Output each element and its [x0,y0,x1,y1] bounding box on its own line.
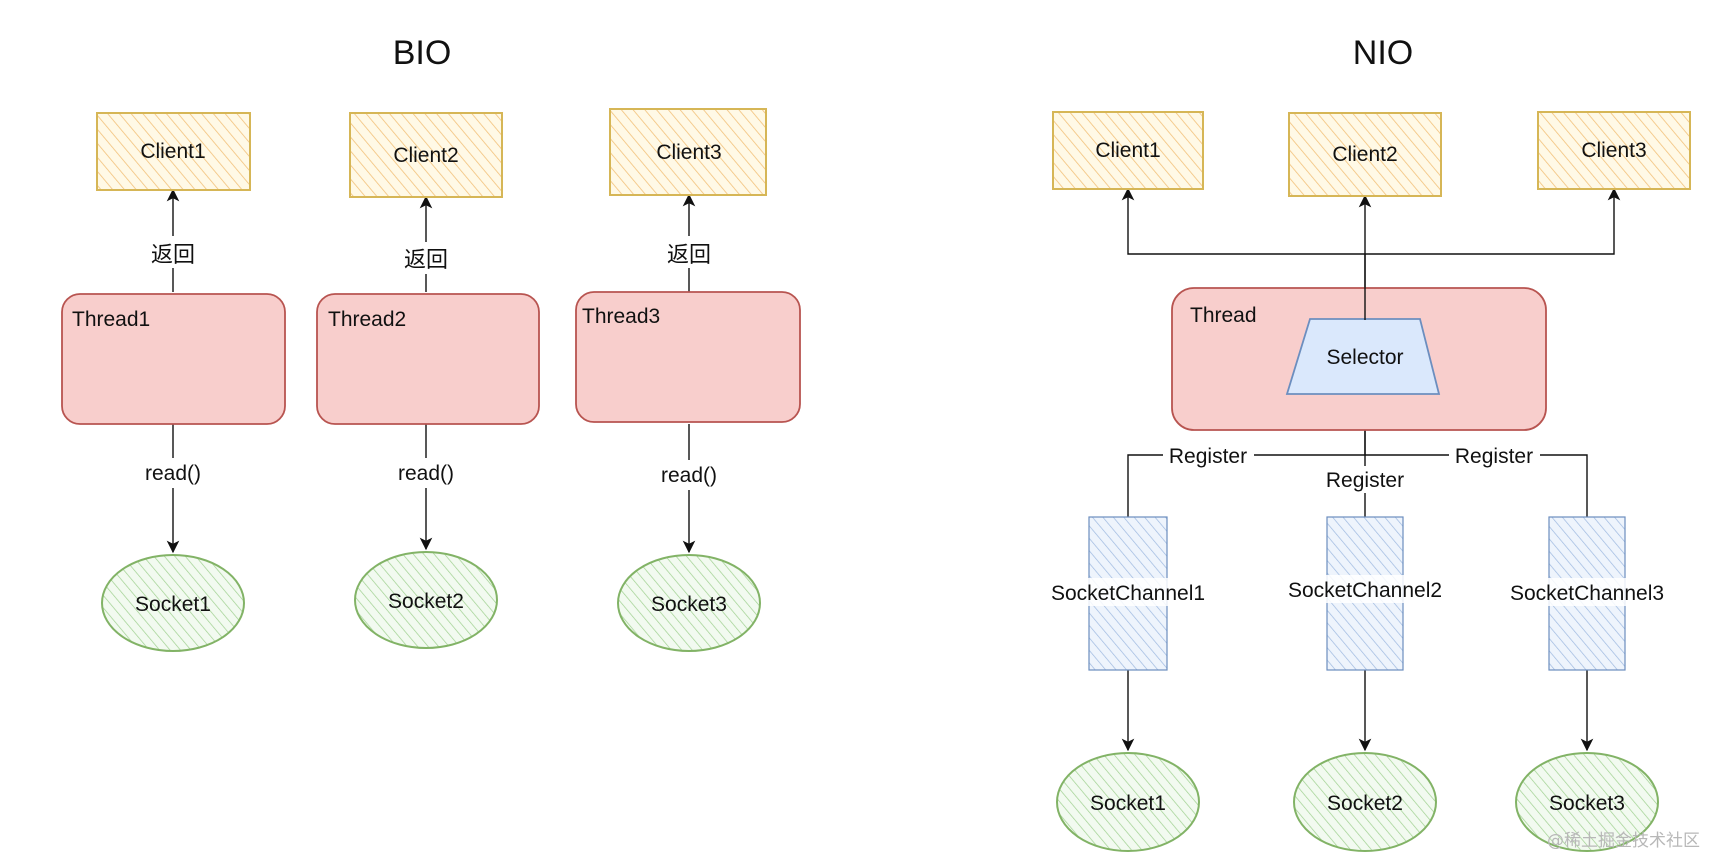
bio-thread-1-label: Thread1 [72,308,150,331]
nio-client-1-label: Client1 [1095,139,1160,162]
nio-register-label-2: Register [1326,469,1404,492]
bio-client-1: Client1 [96,112,251,191]
nio-client-3: Client3 [1537,111,1691,190]
nio-section: NIO Client1 Client2 Client3 [1040,34,1691,852]
bio-thread-3-label: Thread3 [582,305,660,328]
nio-selector-label: Selector [1326,346,1403,369]
nio-channel-1: SocketChannel1 [1040,516,1216,671]
bio-thread-2-label: Thread2 [328,308,406,331]
nio-socket-1: Socket1 [1056,752,1200,852]
nio-selector-to-client-3 [1365,187,1621,255]
nio-socket-2: Socket2 [1293,752,1437,852]
bio-read-label-2: read() [398,462,454,485]
watermark: @稀土掘金技术社区 [1547,831,1700,851]
nio-thread-label: Thread [1190,304,1257,327]
bio-section: BIO Client1 Client2 Client3 返回 返回 [61,34,801,652]
nio-client-3-label: Client3 [1581,139,1646,162]
bio-socket-1: Socket1 [101,554,245,652]
bio-client-1-label: Client1 [140,140,205,163]
nio-selector-to-client-1 [1121,187,1365,255]
bio-title: BIO [393,34,452,72]
nio-client-2-label: Client2 [1332,143,1397,166]
bio-thread-2: Thread2 [316,293,540,425]
nio-socket-3-label: Socket3 [1549,792,1625,815]
nio-channel-3: SocketChannel3 [1499,516,1675,671]
nio-register-label-3: Register [1455,445,1533,468]
nio-title: NIO [1353,34,1413,72]
bio-socket-2: Socket2 [354,551,498,649]
bio-socket-3: Socket3 [617,554,761,652]
bio-client-3: Client3 [609,108,767,196]
nio-register-label-1: Register [1169,445,1247,468]
bio-client-2: Client2 [349,112,503,198]
nio-channel-1-label: SocketChannel1 [1051,582,1205,605]
nio-register-channel-3 [1365,454,1588,517]
bio-client-3-label: Client3 [656,141,721,164]
bio-socket-2-label: Socket2 [388,590,464,613]
bio-read-label-1: read() [145,462,201,485]
nio-socket-3: Socket3 [1515,752,1659,852]
bio-return-label-3: 返回 [667,243,711,268]
bio-socket-3-label: Socket3 [651,593,727,616]
bio-thread-1: Thread1 [61,293,286,425]
nio-selector: Selector [1285,254,1441,395]
nio-channel-2-label: SocketChannel2 [1288,579,1442,602]
bio-thread-3: Thread3 [575,291,801,423]
nio-socket-2-label: Socket2 [1327,792,1403,815]
bio-read-label-3: read() [661,464,717,487]
nio-channel-3-label: SocketChannel3 [1510,582,1664,605]
nio-client-2: Client2 [1288,112,1442,197]
bio-socket-1-label: Socket1 [135,593,211,616]
nio-client-1: Client1 [1052,111,1204,190]
nio-socket-1-label: Socket1 [1090,792,1166,815]
bio-client-2-label: Client2 [393,144,458,167]
bio-return-label-1: 返回 [151,243,195,268]
bio-return-label-2: 返回 [404,248,448,273]
nio-channel-2: SocketChannel2 [1277,516,1453,671]
